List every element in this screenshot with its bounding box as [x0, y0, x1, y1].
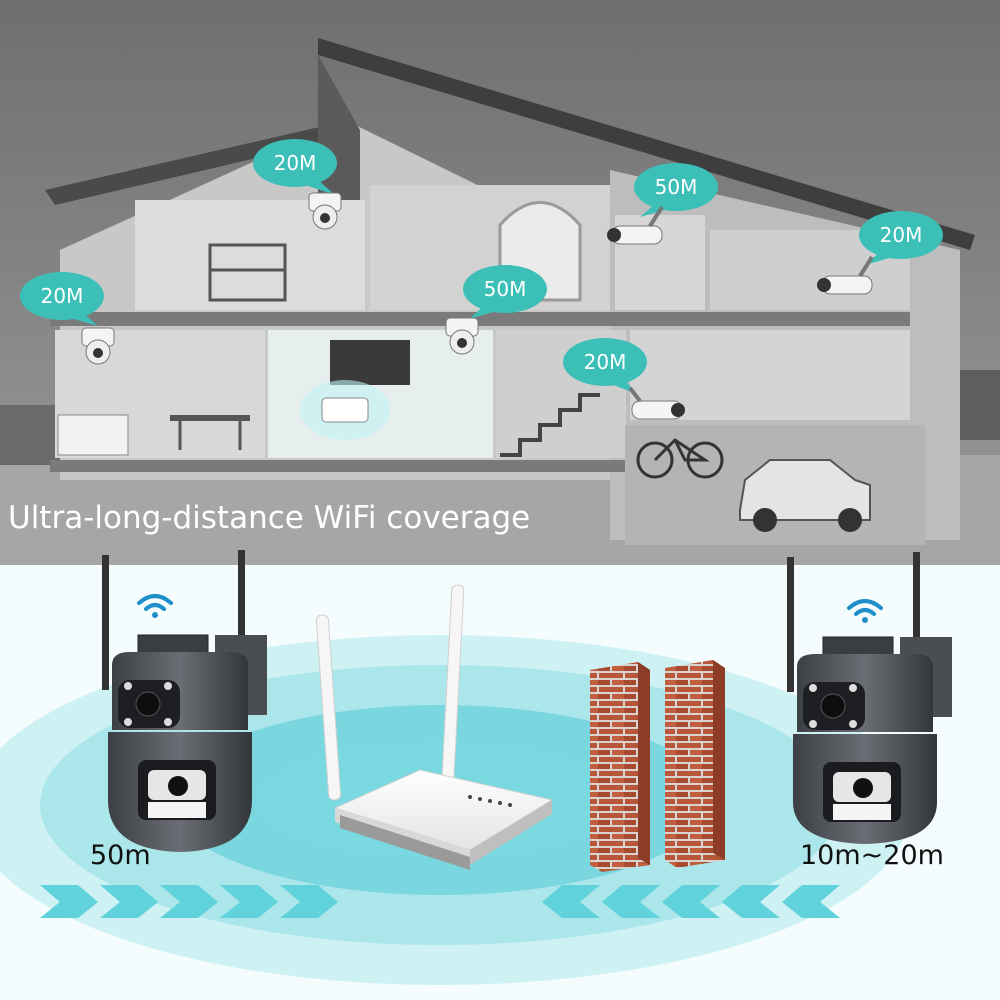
- range-label-without-walls: 50m: [90, 840, 151, 871]
- camera-icon: [308, 192, 342, 230]
- bubble-label: 20M: [274, 151, 317, 175]
- bubble-label: 20M: [584, 350, 627, 374]
- bubble-20m-left: [20, 272, 104, 326]
- camera-icon: [607, 205, 664, 245]
- camera-icon: [81, 327, 115, 365]
- headline: Ultra-long-distance WiFi coverage: [8, 500, 531, 536]
- brick-wall-icon: [590, 660, 725, 872]
- tv: [330, 340, 410, 385]
- chevron-right-icon: [40, 885, 338, 918]
- camera-icon: [817, 255, 874, 295]
- bubble-label: 50M: [484, 277, 527, 301]
- camera-icon: [787, 552, 952, 844]
- bush-left: [0, 405, 60, 465]
- bubble-label: 50M: [655, 175, 698, 199]
- bicycle: [636, 441, 674, 479]
- house-scene: [0, 0, 1000, 565]
- camera-icon: [445, 317, 479, 355]
- roof-right: [318, 38, 975, 250]
- wifi-signal-icon: [137, 594, 173, 618]
- bubble-label: 20M: [41, 284, 84, 308]
- camera-icon: [628, 386, 685, 420]
- bubble-label: 20M: [880, 223, 923, 247]
- router-small: [321, 397, 369, 423]
- chevron-left-icon: [542, 885, 840, 918]
- wifi-signal-icon: [847, 599, 883, 623]
- house-cameras: [81, 192, 874, 420]
- range-label-through-walls: 10m~20m: [800, 840, 944, 871]
- bubble-20m-upper: [253, 139, 337, 195]
- router-icon: [315, 584, 554, 870]
- bubble-50m-stair: [463, 265, 547, 319]
- car: [739, 459, 871, 521]
- bubble-20m-right: [859, 211, 943, 265]
- camera-icon: [102, 550, 267, 852]
